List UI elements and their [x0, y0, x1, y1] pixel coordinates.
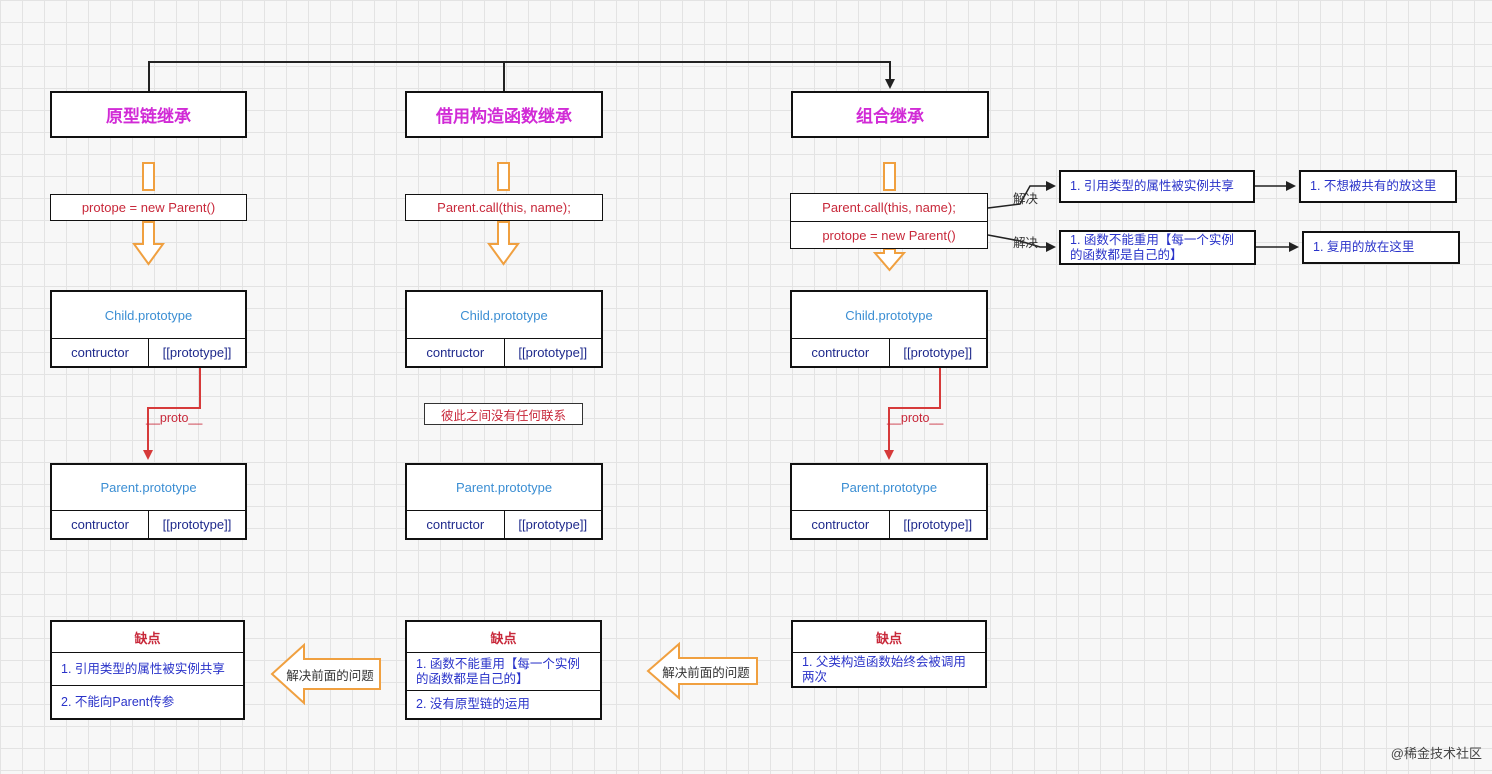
child-prototype-table: Child.prototype contructor [[prototype]]	[790, 290, 988, 368]
constructor-cell: contructor	[426, 517, 485, 532]
solve-result-box: 1. 复用的放在这里	[1302, 231, 1460, 264]
top-connector-line	[148, 61, 895, 91]
cons-box: 缺点 1. 父类构造函数始终会被调用两次	[791, 620, 987, 688]
resolve-previous-label: 解决前面的问题	[286, 668, 374, 683]
constructor-cell: contructor	[811, 345, 870, 360]
child-prototype-table: Child.prototype contructor [[prototype]]	[50, 290, 247, 368]
table-header: Parent.prototype	[792, 465, 986, 511]
parent-prototype-table: Parent.prototype contructor [[prototype]…	[405, 463, 603, 540]
solve-label: 解决	[1013, 236, 1039, 250]
proto-label: __proto__	[887, 411, 944, 425]
prototype-cell: [[prototype]]	[888, 339, 987, 366]
solve-problem-box: 1. 引用类型的属性被实例共享	[1059, 170, 1255, 203]
constructor-cell: contructor	[71, 345, 129, 360]
prototype-cell: [[prototype]]	[148, 511, 245, 538]
cons-item: 1. 引用类型的属性被实例共享	[61, 661, 225, 676]
table-header: Parent.prototype	[52, 465, 245, 511]
parent-prototype-table: Parent.prototype contructor [[prototype]…	[50, 463, 247, 540]
code-proto-new-parent: protope = new Parent()	[790, 221, 988, 249]
hollow-arrow-down-icon	[497, 162, 510, 191]
prototype-cell: [[prototype]]	[503, 511, 602, 538]
table-row: contructor [[prototype]]	[792, 511, 986, 538]
code-proto-new-parent: protope = new Parent()	[50, 194, 247, 221]
cons-header: 缺点	[407, 622, 600, 653]
title-combination: 组合继承	[791, 91, 989, 138]
table-row: contructor [[prototype]]	[52, 339, 245, 366]
constructor-cell: contructor	[426, 345, 485, 360]
table-row: contructor [[prototype]]	[407, 339, 601, 366]
hollow-arrow-down-icon	[487, 221, 520, 266]
cons-header: 缺点	[793, 622, 985, 653]
cons-item: 1. 父类构造函数始终会被调用两次	[802, 654, 966, 684]
prototype-cell: [[prototype]]	[888, 511, 987, 538]
prototype-cell: [[prototype]]	[148, 339, 245, 366]
no-relation-note: 彼此之间没有任何联系	[424, 403, 583, 425]
title-constructor-borrow: 借用构造函数继承	[405, 91, 603, 138]
parent-prototype-table: Parent.prototype contructor [[prototype]…	[790, 463, 988, 540]
hollow-arrow-down-icon	[883, 162, 896, 191]
cons-item: 2. 没有原型链的运用	[407, 690, 600, 718]
child-prototype-table: Child.prototype contructor [[prototype]]	[405, 290, 603, 368]
resolve-previous-label: 解决前面的问题	[662, 665, 750, 680]
table-row: contructor [[prototype]]	[407, 511, 601, 538]
solve-result-box: 1. 不想被共有的放这里	[1299, 170, 1457, 203]
solve-label: 解决	[1013, 192, 1039, 206]
constructor-cell: contructor	[71, 517, 129, 532]
solve-problem-box: 1. 函数不能重用【每一个实例的函数都是自己的】	[1059, 230, 1256, 265]
table-row: contructor [[prototype]]	[52, 511, 245, 538]
table-header: Child.prototype	[792, 292, 986, 339]
code-parent-call: Parent.call(this, name);	[790, 193, 988, 222]
title-prototype-chain: 原型链继承	[50, 91, 247, 138]
code-parent-call: Parent.call(this, name);	[405, 194, 603, 221]
table-header: Child.prototype	[52, 292, 245, 339]
table-header: Parent.prototype	[407, 465, 601, 511]
proto-label: __proto__	[146, 411, 203, 425]
cons-header: 缺点	[52, 622, 243, 653]
hollow-arrow-down-icon	[872, 248, 907, 272]
cons-item: 1. 函数不能重用【每一个实例的函数都是自己的】	[416, 656, 580, 686]
prototype-cell: [[prototype]]	[503, 339, 602, 366]
table-header: Child.prototype	[407, 292, 601, 339]
table-row: contructor [[prototype]]	[792, 339, 986, 366]
hollow-arrow-down-icon	[132, 221, 165, 266]
cons-box: 缺点 1. 引用类型的属性被实例共享 2. 不能向Parent传参	[50, 620, 245, 720]
constructor-cell: contructor	[811, 517, 870, 532]
cons-item: 2. 不能向Parent传参	[52, 685, 243, 718]
watermark: @稀金技术社区	[1390, 746, 1482, 761]
cons-box: 缺点 1. 函数不能重用【每一个实例的函数都是自己的】 2. 没有原型链的运用	[405, 620, 602, 720]
hollow-arrow-down-icon	[142, 162, 155, 191]
